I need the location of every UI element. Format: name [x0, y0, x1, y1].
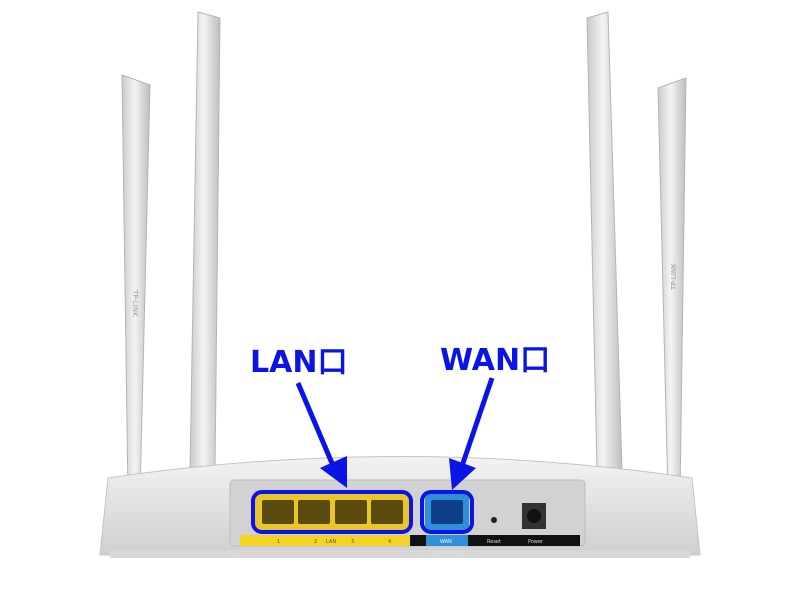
wan-highlight-box [420, 490, 474, 534]
antenna-left-inner [189, 11, 221, 471]
lan-ports [262, 500, 403, 524]
lan-port-3-label: 3 [351, 539, 354, 545]
lan-port-4-label: 4 [388, 539, 391, 545]
lan-port-1-label: 1 [277, 539, 280, 545]
svg-text:TP-LINK: TP-LINK [131, 289, 139, 317]
lan-arrow [295, 382, 347, 488]
antenna-right-inner [586, 11, 623, 471]
power-label: Power [528, 539, 544, 545]
wan-port [431, 500, 463, 524]
wan-port-label: WAN [440, 539, 452, 545]
svg-text:TP-LINK: TP-LINK [670, 263, 678, 291]
wan-arrow [449, 377, 495, 490]
lan-port-callout: LAN口 [250, 345, 348, 380]
lan-port-2-label: 2 [314, 539, 317, 545]
reset-button [491, 517, 497, 523]
lan-highlight-box [251, 490, 413, 534]
reset-label: Reset [487, 539, 501, 545]
lan-group-label: LAN [326, 539, 336, 545]
wan-port-callout: WAN口 [440, 343, 551, 378]
antenna-left-outer: TP-LINK [121, 74, 151, 496]
antenna-right-outer: TP-LINK [657, 77, 687, 496]
